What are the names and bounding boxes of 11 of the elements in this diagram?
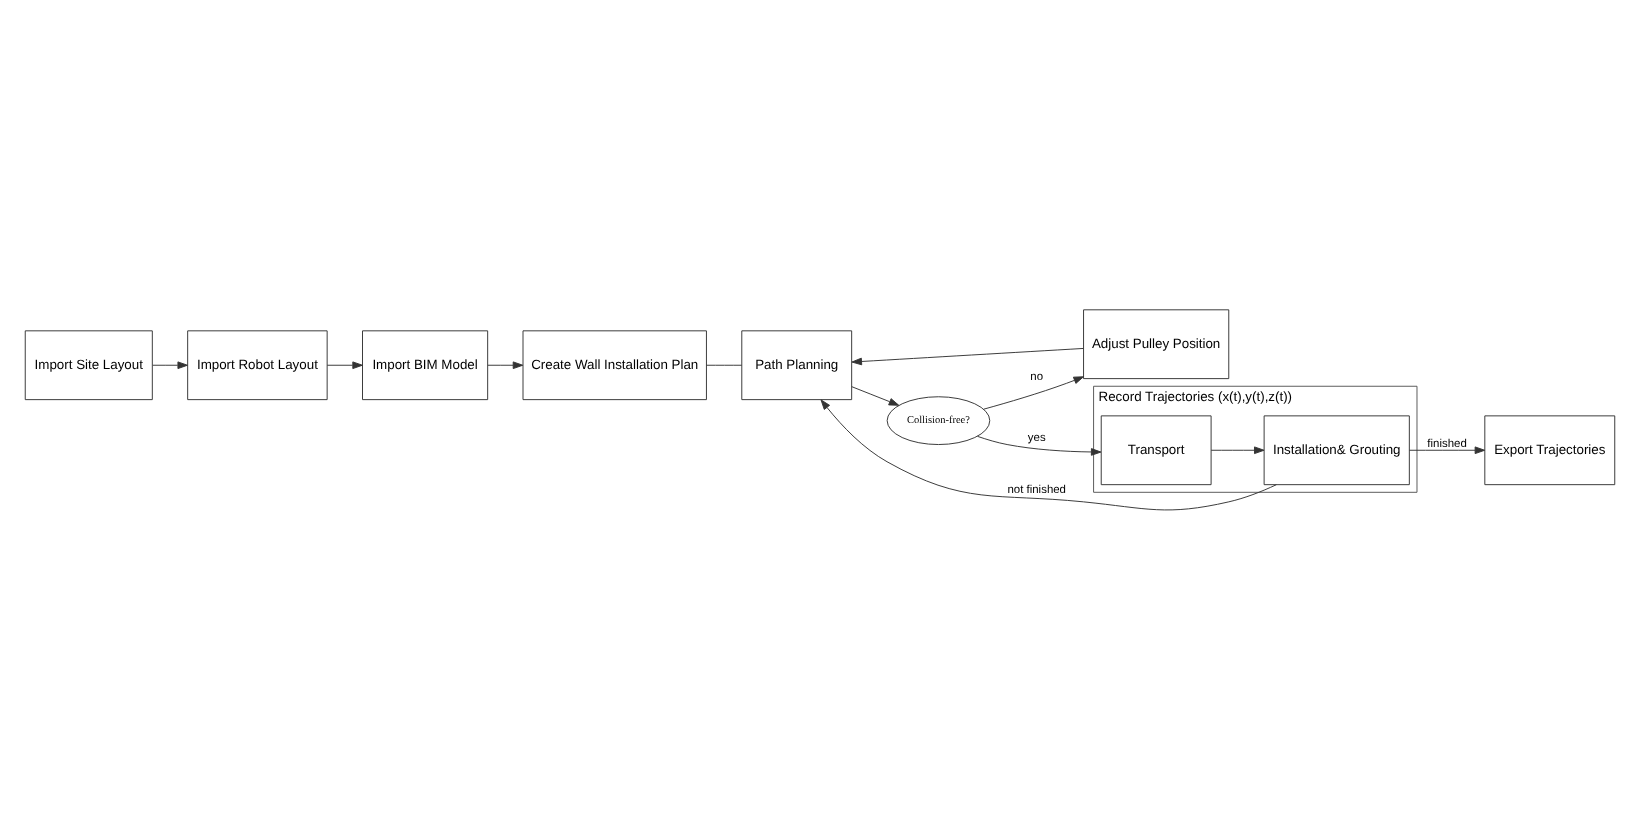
arrow [152, 361, 188, 370]
arrow [1409, 446, 1486, 455]
connector [706, 364, 743, 366]
arrow [983, 376, 1084, 410]
arrow [977, 435, 1102, 456]
arrow [326, 361, 363, 370]
arrow [487, 361, 524, 370]
arrow [1210, 446, 1265, 455]
arrow [851, 386, 900, 406]
arrow [820, 399, 1277, 511]
arrow [851, 347, 1084, 366]
